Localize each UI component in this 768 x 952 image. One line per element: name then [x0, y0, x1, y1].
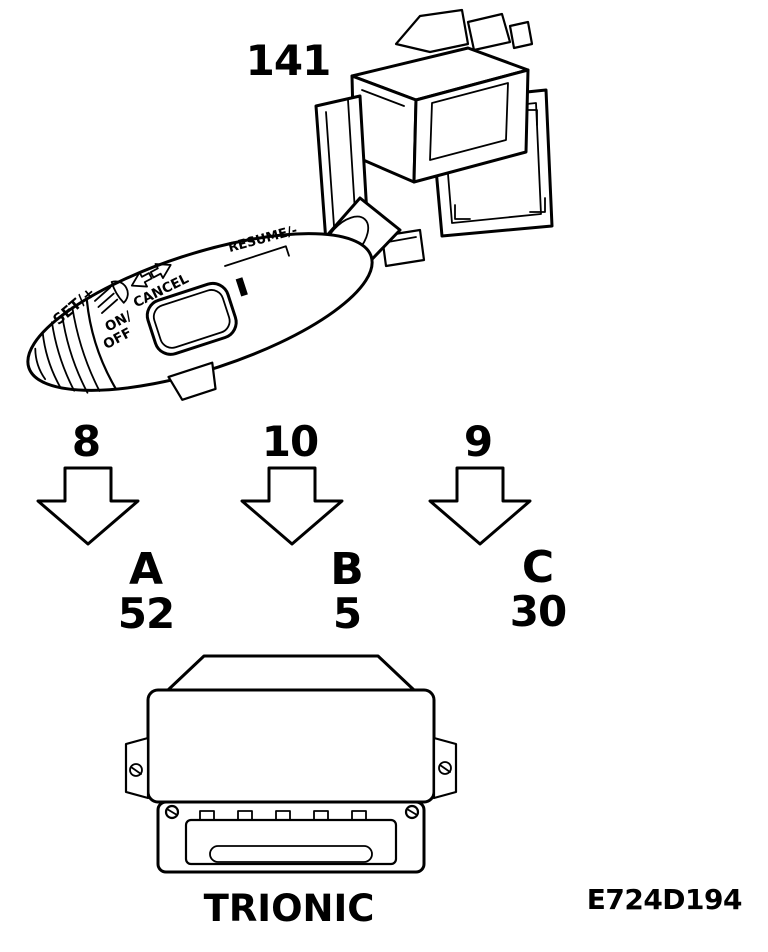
- connector-slot: [209, 845, 373, 863]
- component-number-label: 141: [246, 36, 331, 85]
- pin-number-label: 30: [510, 587, 566, 636]
- headlight-flash-icon: [94, 280, 129, 314]
- wire-count-label: 10: [262, 417, 318, 466]
- screw-icon: [438, 761, 452, 775]
- connector-letter-label: B: [330, 544, 364, 595]
- ecu-illustration: [124, 654, 458, 874]
- grip-rib: [51, 321, 76, 392]
- screw-slot: [406, 808, 418, 816]
- plate-corner-mark: [529, 197, 546, 213]
- housing-top-tab: [466, 12, 512, 52]
- connector-letter-label: A: [129, 544, 163, 595]
- ecu-case: [146, 688, 436, 804]
- cruise-stalk-illustration: SET/+ RESUME/- ON/ OFF CANCEL: [26, 223, 374, 401]
- screw-slot: [439, 764, 451, 773]
- ecu-label: TRIONIC: [204, 887, 375, 930]
- grip-rib: [61, 313, 89, 394]
- housing-right-inner: [429, 82, 509, 161]
- down-arrow-icon: [240, 466, 344, 546]
- ecu-left-tab: [124, 736, 150, 800]
- slider-indicator-mark: [235, 277, 248, 297]
- slider-track-line: [224, 245, 290, 267]
- connector-c-group: 9 C 30: [428, 417, 567, 636]
- housing-front-line: [361, 89, 405, 107]
- screw-icon: [129, 763, 143, 777]
- connector-tooth: [351, 810, 367, 821]
- grip-rib: [34, 347, 47, 381]
- plate-corner-mark: [454, 204, 471, 220]
- housing-right-face: [412, 68, 530, 184]
- screw-slot: [130, 766, 142, 775]
- down-arrow-icon: [36, 466, 140, 546]
- connector-tooth: [199, 810, 215, 821]
- wire-count-label: 9: [464, 417, 492, 466]
- grip-rib: [71, 306, 101, 392]
- ecu-lid: [166, 654, 416, 692]
- housing-top-tab: [394, 8, 470, 54]
- ecu-connector-strip: [184, 818, 398, 866]
- connector-tooth: [275, 810, 291, 821]
- screw-slot: [166, 808, 178, 816]
- pin-number-label: 52: [118, 589, 174, 638]
- connector-tooth: [237, 810, 253, 821]
- connector-b-group: 10 B 5: [240, 417, 364, 638]
- drawing-number: E724D194: [587, 883, 742, 916]
- down-arrow-icon: [428, 466, 532, 546]
- connector-tooth: [313, 810, 329, 821]
- connector-letter-label: C: [522, 542, 554, 593]
- housing-top-tab: [508, 20, 534, 50]
- turn-signal-arrows-icon: [130, 263, 172, 288]
- flange-line: [325, 111, 335, 227]
- bottom-tab-line: [387, 236, 417, 243]
- stalk-bottom-clip: [167, 361, 217, 401]
- slider-switch: [145, 281, 238, 356]
- grip-rib: [41, 331, 62, 389]
- pin-number-label: 5: [333, 589, 361, 638]
- wire-count-label: 8: [72, 417, 100, 466]
- connector-a-group: 8 A 52: [36, 417, 175, 638]
- slider-switch-inner: [152, 289, 231, 349]
